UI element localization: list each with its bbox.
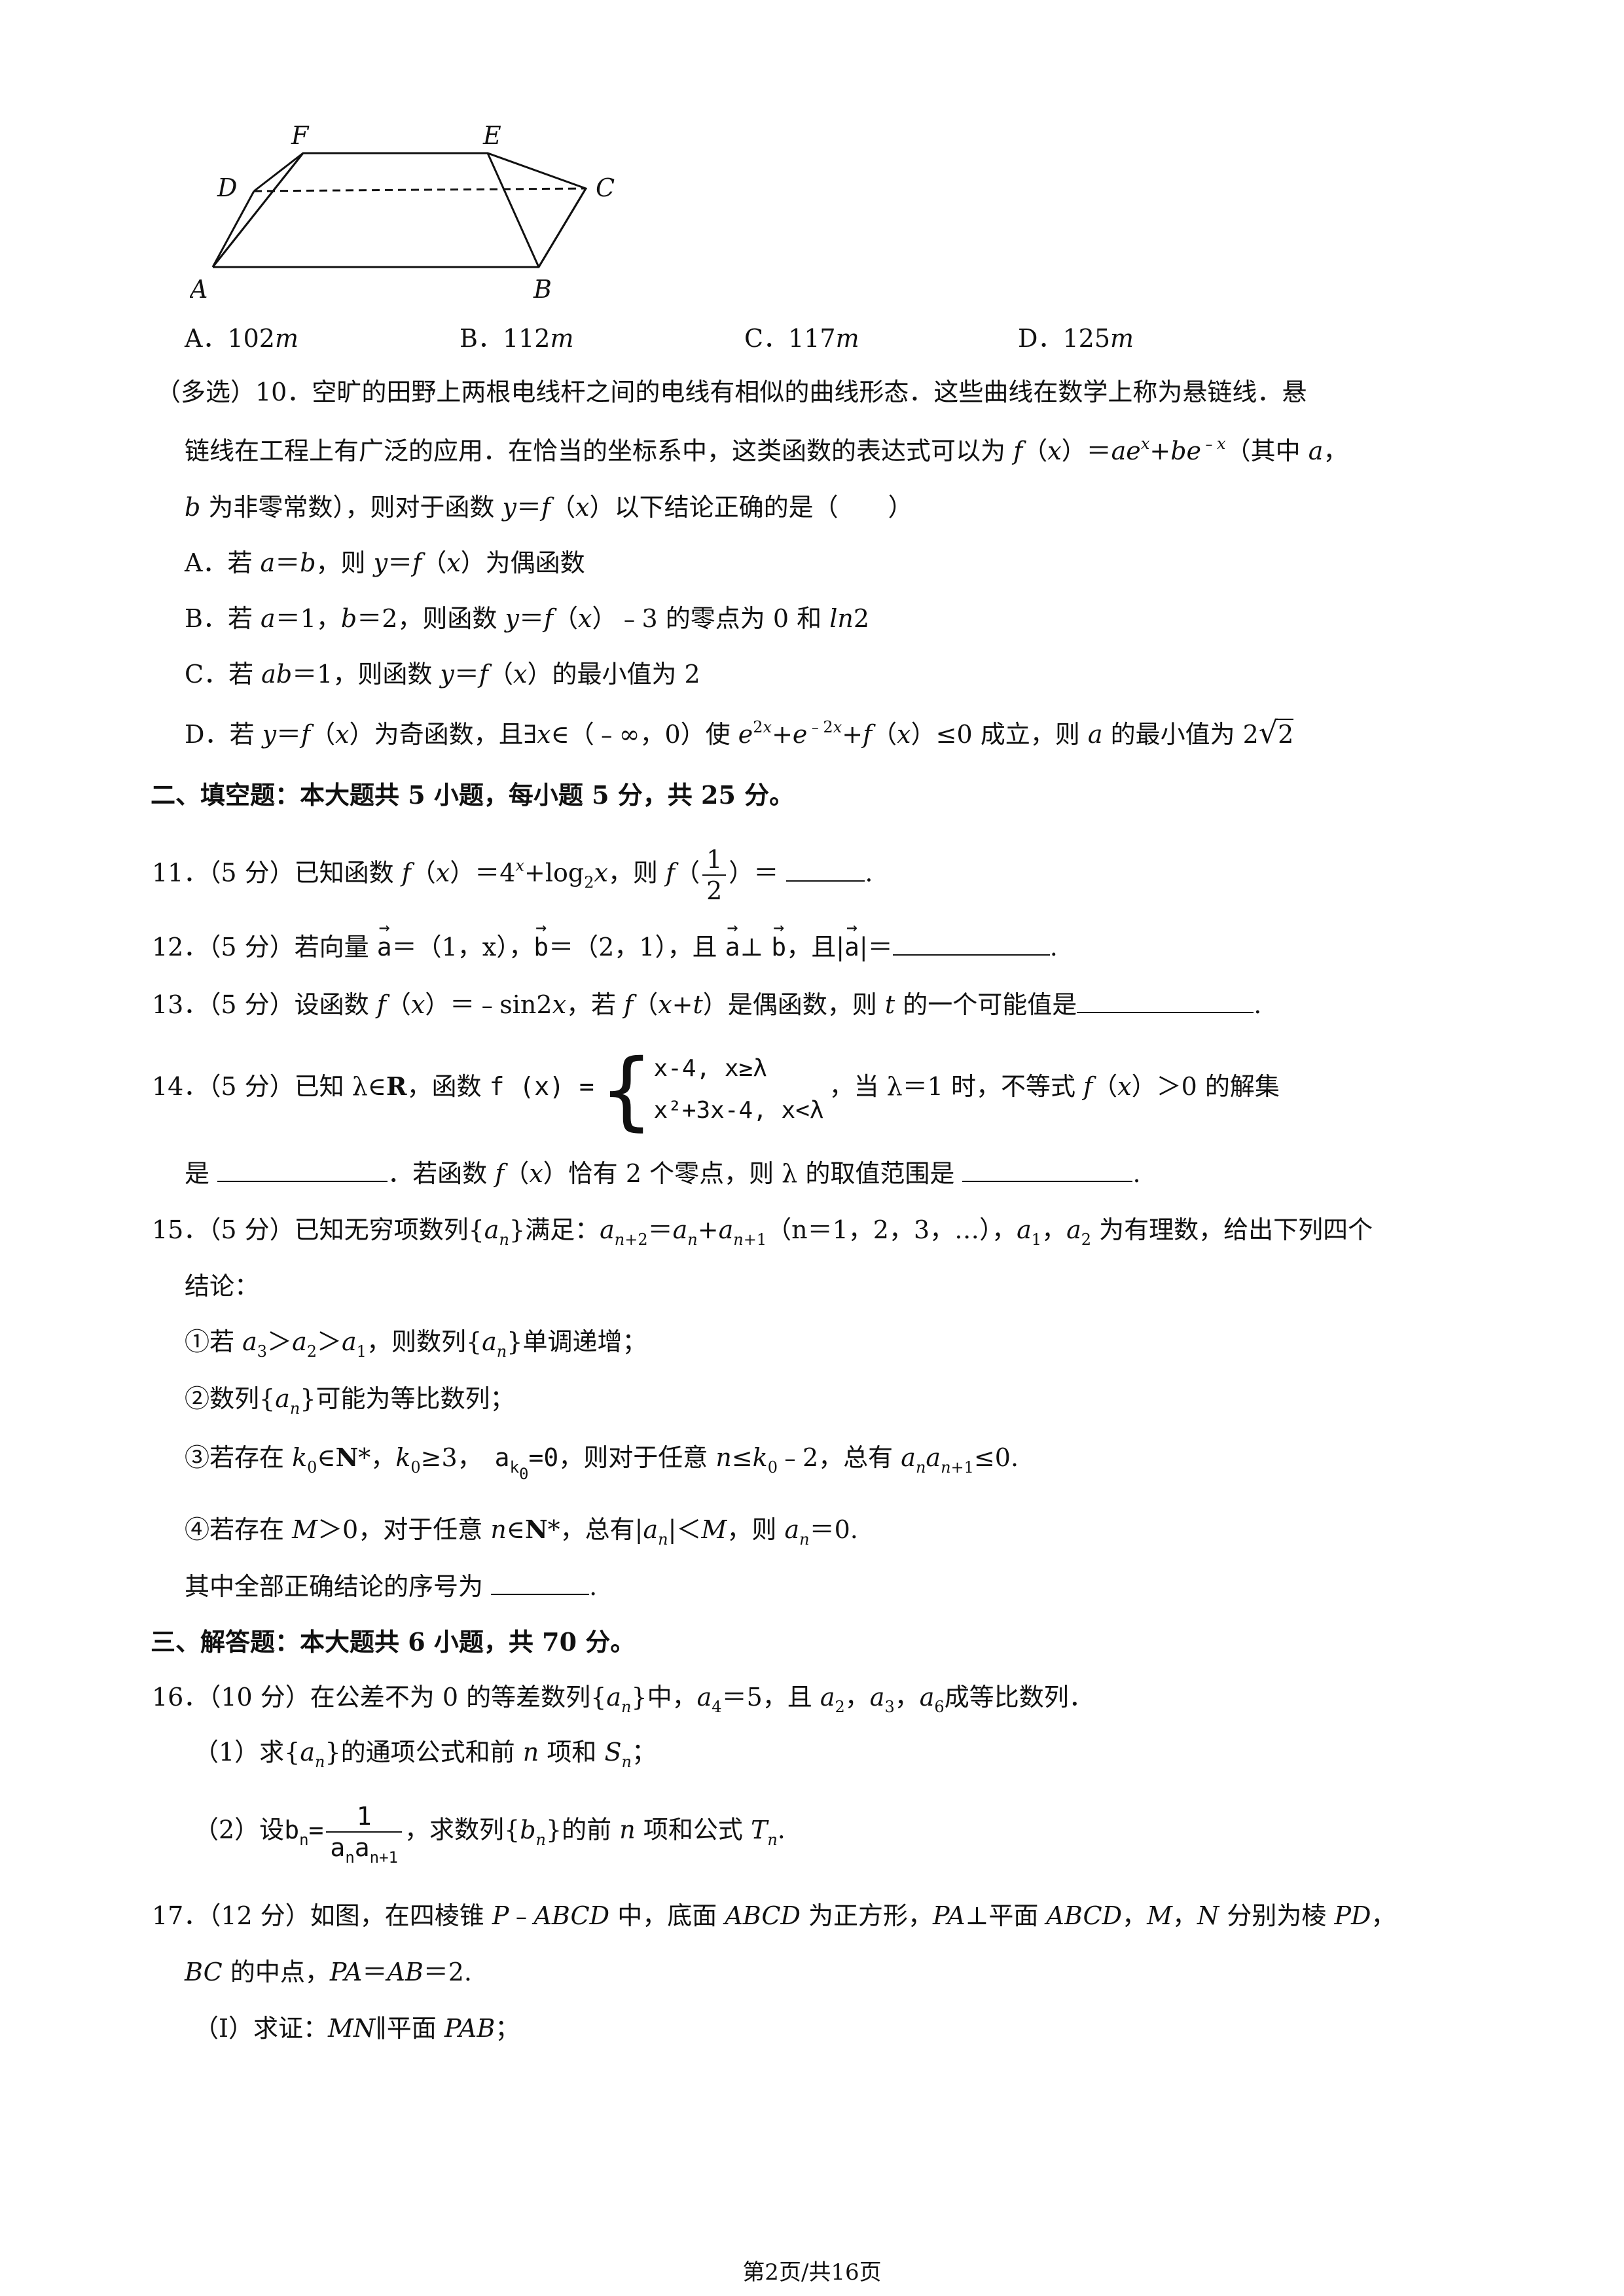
label-C: C xyxy=(596,173,615,202)
q15-statement-4: ④若存在 M＞0，对于任意 n∈N*，总有|an|＜M，则 an＝0. xyxy=(185,1515,858,1549)
edge-BC xyxy=(537,188,587,268)
label-F: F xyxy=(291,121,310,150)
edge-EB xyxy=(486,152,540,268)
q10-option-d: D．若 y＝f（x）为奇函数，且∃x∈（﹣∞，0）使 e2x+e﹣2x+f（x）… xyxy=(185,715,1294,750)
q10-option-c: C．若 ab＝1，则函数 y＝f（x）的最小值为 2 xyxy=(185,660,700,689)
label-B: B xyxy=(533,275,552,304)
edge-AD xyxy=(211,190,255,268)
q10-line3: b 为非零常数），则对于函数 y＝f（x）以下结论正确的是（ ） xyxy=(185,493,913,522)
trapezoid-figure: F E D C A B xyxy=(190,121,615,304)
figure-solid-lines xyxy=(211,152,588,268)
q13: 13．（5 分）设函数 f（x）＝﹣sin2x，若 f（x+t）是偶函数，则 t… xyxy=(152,987,1261,1022)
q15-statement-2: ②数列{an}可能为等比数列； xyxy=(185,1384,515,1418)
q15-statement-3: ③若存在 k0∈N*，k0≥3， ak0=0，则对于任意 n≤k0﹣2，总有 a… xyxy=(185,1443,1019,1483)
q9-option-a: A．102m xyxy=(185,324,299,353)
q17-line1: 17．（12 分）如图，在四棱锥 P﹣ABCD 中，底面 ABCD 为正方形，P… xyxy=(152,1901,1396,1930)
edge-DC-dashed xyxy=(253,187,586,192)
q16-part-1: （1）求{an}的通项公式和前 n 项和 Sn； xyxy=(194,1738,657,1771)
q10-line2: 链线在工程上有广泛的应用．在恰当的坐标系中，这类函数的表达式可以为 f（x）＝a… xyxy=(185,435,1348,465)
q9-option-c: C．117m xyxy=(744,324,859,353)
label-E: E xyxy=(482,121,501,150)
q9-option-b: B．112m xyxy=(460,324,574,353)
q10-option-a: A．若 a＝b，则 y＝f（x）为偶函数 xyxy=(185,548,585,577)
q12: 12．（5 分）若向量 a＝（1，x），b＝（2，1），且 a⊥ b，且|a|＝… xyxy=(152,929,1058,965)
edge-DF xyxy=(253,152,304,192)
q15-conclusion: 其中全部正确结论的序号为 . xyxy=(185,1569,597,1604)
q15-line2: 结论： xyxy=(185,1272,260,1300)
label-D: D xyxy=(217,173,237,202)
q10-line1: （多选）10．空旷的田野上两根电线杆之间的电线有相似的曲线形态．这些曲线在数学上… xyxy=(156,378,1307,406)
q14-line2: 是 ．若函数 f（x）恰有 2 个零点，则 λ 的取值范围是 . xyxy=(185,1156,1141,1191)
section-3-heading: 三、解答题：本大题共 6 小题，共 70 分。 xyxy=(151,1627,636,1657)
q15-line1: 15．（5 分）已知无穷项数列{an}满足：an+2＝an+an+1（n＝1，2… xyxy=(152,1215,1373,1249)
page-footer: 第2页/共16页 xyxy=(742,2259,882,2286)
label-A: A xyxy=(190,275,208,304)
q16-line1: 16．（10 分）在公差不为 0 的等差数列{an}中，a4＝5，且 a2，a3… xyxy=(152,1683,1094,1716)
q9-option-d: D．125m xyxy=(1018,324,1134,353)
section-2-heading: 二、填空题：本大题共 5 小题，每小题 5 分，共 25 分。 xyxy=(151,780,795,810)
q15-statement-1: ①若 a3＞a2＞a1，则数列{an}单调递增； xyxy=(185,1327,647,1361)
q17-part-1: （Ⅰ）求证：MN∥平面 PAB； xyxy=(194,2014,520,2043)
q10-option-b: B．若 a＝1，b＝2，则函数 y＝f（x）﹣3 的零点为 0 和 ln2 xyxy=(185,604,870,633)
q17-line2: BC 的中点，PA＝AB＝2. xyxy=(185,1958,473,1986)
